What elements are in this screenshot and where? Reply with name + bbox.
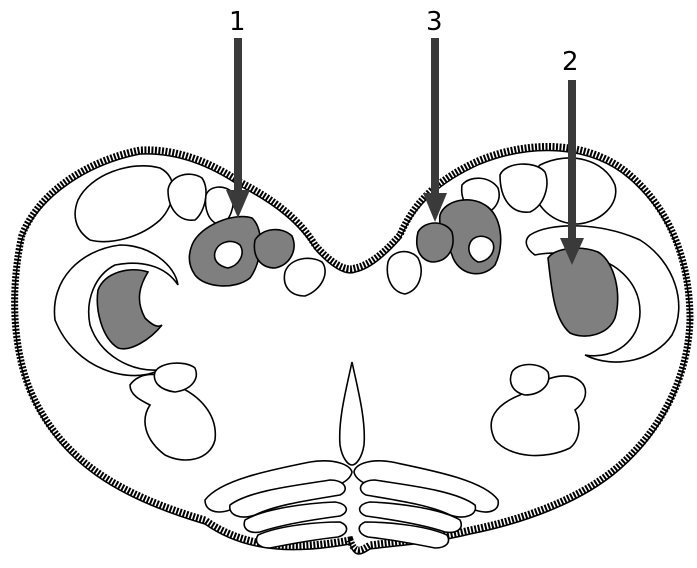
arrow-1 (226, 38, 250, 218)
right-shaded-oval (417, 223, 453, 262)
right-lateral-shaded (548, 248, 618, 336)
right-small-oval-c (387, 252, 421, 294)
left-upper-lobe (75, 166, 173, 242)
label-3: 3 (426, 7, 443, 37)
arrow-3 (423, 38, 447, 222)
midline-fissure (340, 362, 365, 465)
left-small-oval-c (284, 258, 325, 296)
left-small-oval-a (168, 174, 206, 220)
left-lower-small-oval (154, 363, 196, 392)
left-shaded-oval (254, 230, 294, 268)
label-1: 1 (229, 7, 246, 37)
right-small-oval-a (500, 164, 547, 212)
left-lateral-shaded (97, 270, 162, 349)
label-2: 2 (562, 47, 579, 77)
